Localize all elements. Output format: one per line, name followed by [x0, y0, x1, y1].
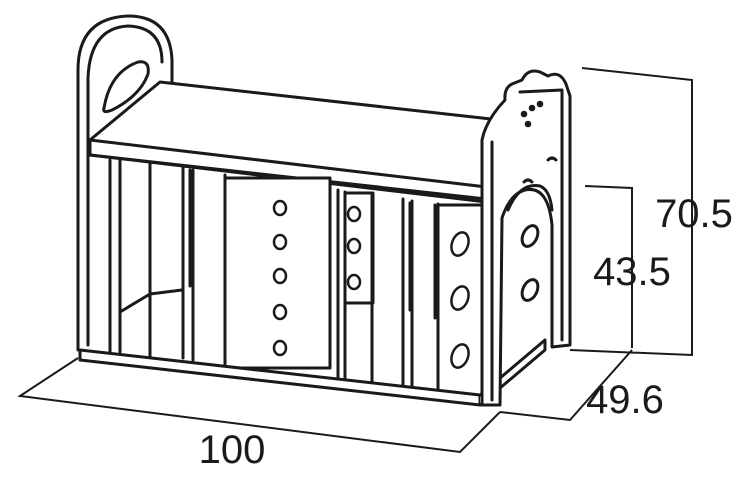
seat-height-dimension-line	[584, 185, 633, 348]
overall-height-label: 70.5	[655, 192, 733, 236]
side-hole-upper	[520, 224, 540, 248]
front-dividers	[108, 158, 485, 397]
depth-label: 49.6	[586, 378, 664, 422]
dimension-lines	[17, 67, 693, 454]
side-hole-lower	[520, 278, 540, 302]
center-panel	[223, 176, 332, 370]
top-shelf-board	[88, 80, 502, 205]
left-side-panel	[76, 14, 174, 352]
right-side-panel	[480, 69, 572, 407]
panel-holes	[272, 199, 470, 369]
width-dimension-line	[17, 357, 501, 454]
depth-dimension-line	[499, 349, 633, 422]
seat-height-label: 43.5	[593, 250, 671, 294]
width-label: 100	[199, 428, 266, 472]
overall-height-dimension-line	[569, 67, 693, 357]
carry-handle	[102, 60, 150, 114]
